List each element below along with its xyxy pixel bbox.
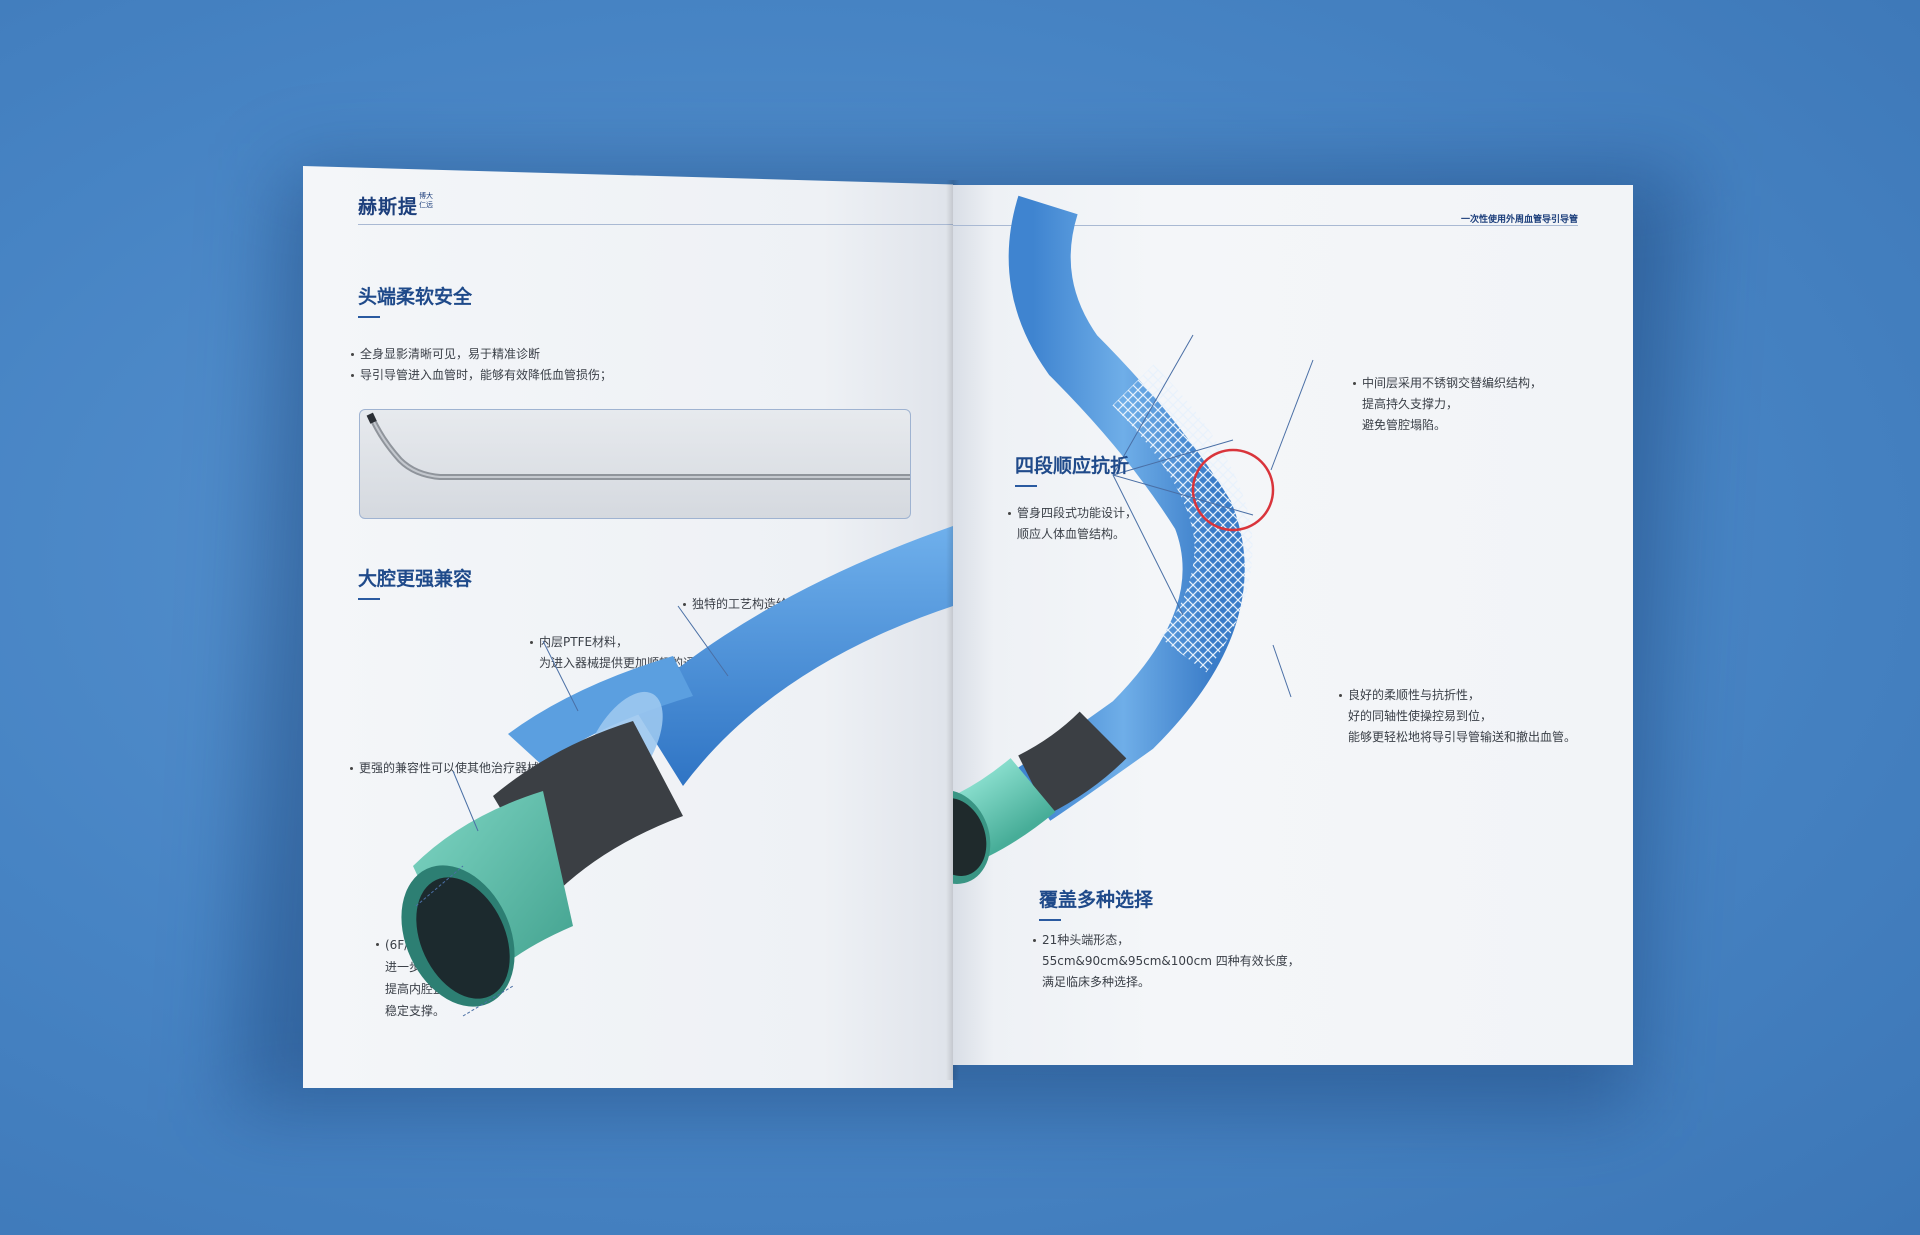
note-flex-line: 能够更轻松地将导引导管输送和撤出血管。 xyxy=(1348,730,1577,744)
detail-circle xyxy=(1191,448,1275,532)
note-flex-line: 好的同轴性使操控易到位， xyxy=(1348,709,1493,723)
left-page: 赫斯提 博大 仁远 头端柔软安全 全身显影清晰可见，易于精准诊断 导引导管进入血… xyxy=(303,166,953,1088)
right-page: 一次性使用外周血管导引导管 xyxy=(953,185,1633,1065)
kink-resist-line: 管身四段式功能设计， xyxy=(1008,503,1137,524)
note-size-line: 稳定支撑。 xyxy=(385,1004,446,1018)
section-dash xyxy=(1015,485,1037,487)
braided-catheter-illustration xyxy=(953,195,1314,884)
header-rule xyxy=(358,224,953,225)
header-rule xyxy=(953,225,1578,226)
options-line: 21种头端形态， xyxy=(1033,930,1300,951)
options-text: 21种头端形态， 55cm&90cm&95cm&100cm 四种有效长度， 满足… xyxy=(1033,930,1300,993)
section-dash xyxy=(1039,919,1061,921)
product-name-label: 一次性使用外周血管导引导管 xyxy=(1460,215,1578,225)
section-title-kink-resist: 四段顺应抗折 xyxy=(1015,455,1130,477)
list-item: 导引导管进入血管时，能够有效降低血管损伤； xyxy=(351,365,612,386)
brand-slogan: 博大 仁远 xyxy=(419,192,433,209)
section-title-soft-tip: 头端柔软安全 xyxy=(358,286,473,308)
note-flex: 良好的柔顺性与抗折性， 好的同轴性使操控易到位， 能够更轻松地将导引导管输送和撤… xyxy=(1339,685,1576,748)
options-line: 55cm&90cm&95cm&100cm 四种有效长度， xyxy=(1042,954,1300,968)
note-braid: 中间层采用不锈钢交替编织结构， 提高持久支撑力， 避免管腔塌陷。 xyxy=(1353,373,1542,436)
section-dash xyxy=(358,316,380,318)
options-line: 满足临床多种选择。 xyxy=(1042,975,1151,989)
tip-image-panel xyxy=(359,409,911,519)
list-item: 全身显影清晰可见，易于精准诊断 xyxy=(351,344,612,365)
soft-tip-list: 全身显影清晰可见，易于精准诊断 导引导管进入血管时，能够有效降低血管损伤； xyxy=(351,344,612,386)
brand-logo: 赫斯提 xyxy=(358,196,419,218)
note-ptfe-line: 内层PTFE材料， xyxy=(530,632,707,653)
note-braid-line: 提高持久支撑力， xyxy=(1362,397,1459,411)
note-braid-line: 避免管腔塌陷。 xyxy=(1362,418,1447,432)
kink-resist-line: 顺应人体血管结构。 xyxy=(1017,527,1126,541)
large-lumen-catheter-illustration xyxy=(401,526,953,1017)
note-flex-line: 良好的柔顺性与抗折性， xyxy=(1339,685,1576,706)
catheter-tip-illustration xyxy=(366,412,910,480)
kink-resist-text: 管身四段式功能设计， 顺应人体血管结构。 xyxy=(1008,503,1137,545)
section-title-options: 覆盖多种选择 xyxy=(1039,889,1154,911)
note-braid-line: 中间层采用不锈钢交替编织结构， xyxy=(1353,373,1542,394)
section-title-large-lumen: 大腔更强兼容 xyxy=(358,568,473,590)
section-dash xyxy=(358,598,380,600)
